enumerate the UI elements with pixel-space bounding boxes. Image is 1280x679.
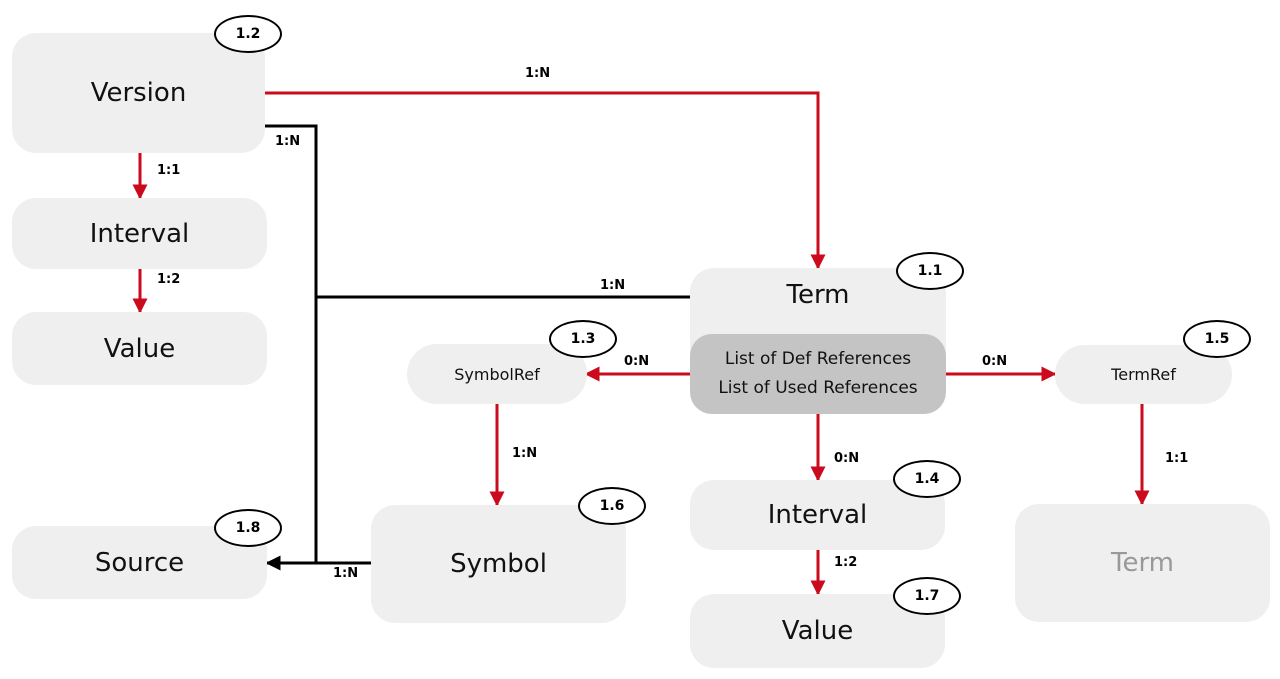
card-term-interval: 0:N [834,451,860,466]
def-references-label: List of Def References [724,349,912,369]
badge-symbol: 1.6 [578,487,646,525]
badge-version: 1.2 [214,15,282,53]
value-mid-label: Value [781,616,854,646]
interval-left-node: Interval [12,198,267,269]
interval-left-label: Interval [89,218,190,249]
badge-source: 1.8 [214,509,282,547]
version-source-edge [262,124,318,563]
term-faded-node: Term [1015,504,1270,622]
term-faded-label: Term [1110,548,1175,578]
term-label: Term [786,280,850,310]
card-version-term: 1:N [525,66,551,81]
termref-label: TermRef [1111,365,1176,384]
card-interval-value-left: 1:2 [157,272,181,287]
card-version-interval: 1:1 [157,163,181,178]
card-symbol-source: 1:N [333,566,359,581]
badge-term: 1.1 [896,252,964,290]
symbol-node: Symbol [371,505,626,623]
card-version-source: 1:N [275,134,301,149]
value-left-node: Value [12,312,267,385]
badge-termref: 1.5 [1183,320,1251,358]
used-references-label: List of Used References [718,378,918,398]
card-termref-term: 1:1 [1165,451,1189,466]
symbolref-node: SymbolRef [407,344,587,404]
badge-value-mid: 1.7 [893,577,961,615]
version-label: Version [90,78,187,108]
badge-symbolref: 1.3 [549,320,617,358]
source-label: Source [94,547,185,578]
card-interval-value-mid: 1:2 [834,555,858,570]
version-term-edge [265,91,826,270]
term-references-box: List of Def References List of Used Refe… [690,334,946,414]
card-term-termref: 0:N [982,354,1008,369]
interval-mid-label: Interval [767,500,868,530]
symbolref-label: SymbolRef [454,364,540,384]
symbol-label: Symbol [450,549,547,579]
card-term-symbolref: 0:N [624,354,650,369]
card-symbolref-symbol: 1:N [512,446,538,461]
card-term-source: 1:N [600,278,626,293]
badge-interval-mid: 1.4 [893,460,961,498]
version-node: Version [12,33,265,153]
value-left-label: Value [103,333,176,364]
source-node: Source [12,526,267,599]
